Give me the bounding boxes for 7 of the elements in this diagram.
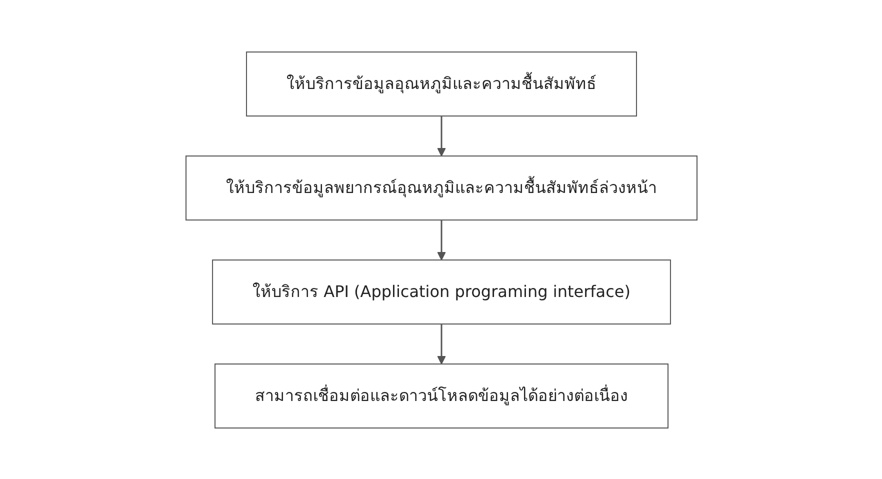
node-box: ให้บริการข้อมูลอุณหภูมิและความชื้นสัมพัทธ์	[246, 51, 636, 116]
arrow	[436, 324, 446, 364]
node-box: สามารถเชื่อมต่อและดาวน์โหลดข้อมูลได้อย่างต่อเนื่อง	[214, 363, 668, 428]
arrow	[436, 220, 446, 260]
arrow	[436, 116, 446, 156]
node-box: ให้บริการ API (Application programing interface)	[212, 259, 670, 324]
node-box: ให้บริการข้อมูลพยากรณ์อุณหภูมิและความชื้นสัมพัทธ์ล่วงหน้า	[185, 155, 697, 220]
